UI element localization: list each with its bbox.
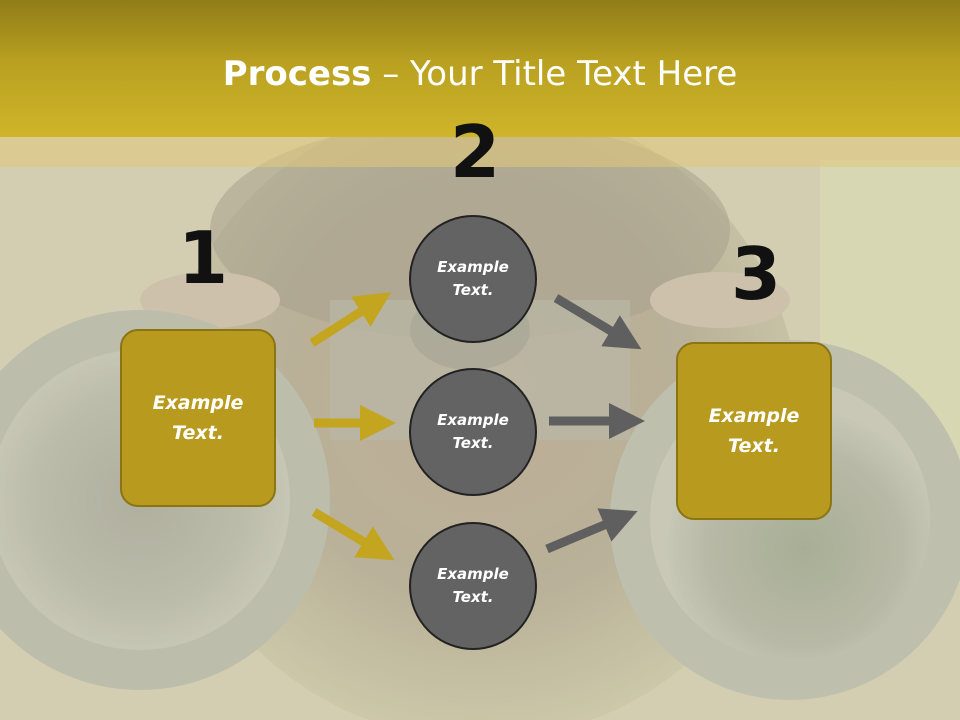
step-3-box: Example Text. xyxy=(676,342,832,520)
circle-middle-text-line2: Text. xyxy=(452,434,494,452)
arrow-from-bottom-circle xyxy=(545,508,638,554)
circle-bottom-text-line1: Example xyxy=(437,565,509,583)
step-2-circle-top: Example Text. xyxy=(409,215,537,343)
slide-title: Process – Your Title Text Here xyxy=(0,52,960,96)
header-strip xyxy=(0,137,960,167)
step-1-text-line1: Example xyxy=(152,392,244,414)
step-2-circle-bottom: Example Text. xyxy=(409,522,537,650)
step-3-text-line2: Text. xyxy=(728,435,780,457)
title-rest: – Your Title Text Here xyxy=(371,54,738,94)
step-number-3: 3 xyxy=(731,232,782,316)
step-3-text-line1: Example xyxy=(708,405,800,427)
circle-top-text-line1: Example xyxy=(437,258,509,276)
circle-middle-text-line1: Example xyxy=(437,411,509,429)
step-1-box: Example Text. xyxy=(120,329,276,507)
step-number-2: 2 xyxy=(450,110,501,194)
arrow-from-top-circle xyxy=(553,294,642,350)
circle-bottom-text-line2: Text. xyxy=(452,588,494,606)
step-1-text-line2: Text. xyxy=(172,422,224,444)
title-bold: Process xyxy=(222,54,372,94)
step-number-1: 1 xyxy=(178,216,229,300)
circle-top-text-line2: Text. xyxy=(452,281,494,299)
arrow-to-top-circle xyxy=(309,292,392,347)
arrow-to-bottom-circle xyxy=(311,508,395,561)
header-band xyxy=(0,0,960,137)
step-2-circle-middle: Example Text. xyxy=(409,368,537,496)
